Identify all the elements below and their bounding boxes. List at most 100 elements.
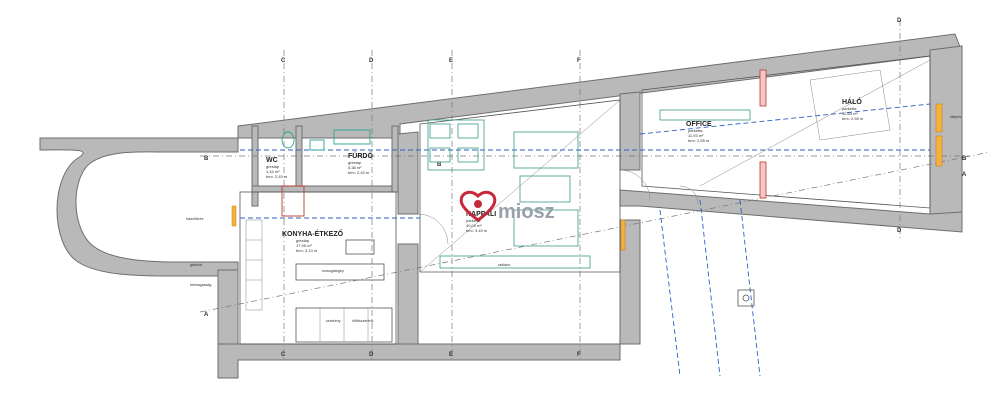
shower-tray: [281, 185, 305, 217]
logo-heart-icon: [459, 190, 497, 222]
living-outline: [419, 99, 621, 273]
bathtub: [333, 129, 371, 145]
room-furdo-height: bm= 2,40 m: [348, 170, 370, 175]
logo: miosz: [459, 190, 555, 223]
room-furdo-area: 5,38 m²: [348, 165, 362, 170]
dishwasher-label: mosogatógép: [322, 269, 344, 273]
room-halo-floor: parketta: [842, 106, 857, 111]
ceiling-height-label: belmagasság: [190, 283, 211, 287]
utility-box: [737, 289, 755, 307]
sofa-top: [513, 131, 579, 169]
kitchen-living-wall: [397, 131, 419, 215]
office-diagonal: [699, 59, 931, 187]
vent-label: kiszellőzés: [186, 217, 204, 221]
room-halo-area: 10,63 m²: [842, 111, 858, 116]
axis-label-c-bottom: C: [281, 352, 286, 358]
radiator-living: [620, 219, 626, 251]
axis-labels: B B B A A C C D D E E F F D D: [204, 18, 967, 358]
furniture: [231, 103, 943, 307]
bath-bottom-wall: [251, 185, 399, 193]
axis-line-a: [199, 151, 991, 313]
room-wc-floor: greslap: [266, 164, 280, 169]
axis-label-a-right: A: [962, 172, 967, 178]
logo-text: miosz: [498, 201, 555, 223]
room-konyha-area: 17,95 m²: [296, 243, 312, 248]
toilet: [281, 131, 295, 149]
axis-label-d2-bottom: D: [897, 228, 902, 234]
room-office-area: 11,93 m²: [688, 133, 704, 138]
kitchen-outline: [239, 191, 397, 345]
wc-right-wall: [295, 125, 303, 191]
room-konyha-height: bm= 3,10 m: [296, 248, 318, 253]
axis-label-c-top: C: [281, 58, 286, 64]
logo-heart-dot: [474, 200, 482, 208]
axis-label-f-top: F: [577, 58, 581, 64]
axis-label-d-bottom: D: [369, 352, 374, 358]
room-konyha-name: KONYHA-ÉTKEZŐ: [282, 229, 344, 238]
interior-lines: [239, 55, 931, 345]
room-nappali: NAPPALI parketta 40,00 m² bm= 3,40 m: [466, 211, 496, 233]
axis-label-d2-top: D: [897, 18, 902, 24]
room-furdo: FÜRDŐ greslap 5,38 m² bm= 2,40 m: [348, 151, 373, 175]
room-office-name: OFFICE: [686, 121, 712, 128]
room-wc: WC greslap 1,44 m² bm= 2,40 m: [266, 157, 288, 179]
room-nappali-height: bm= 3,40 m: [466, 228, 488, 233]
right-end-wall: [929, 45, 963, 227]
annotation-lines: [240, 103, 931, 377]
radiator-entry: [231, 205, 237, 227]
room-halo-name: HÁLÓ: [842, 97, 862, 106]
axis-label-a-left: A: [204, 312, 209, 318]
axis-label-b-left: B: [204, 156, 209, 162]
dining-table: [427, 119, 485, 171]
kitchen-counter: [295, 263, 385, 281]
bedroom-rug: [809, 69, 891, 141]
office-desk: [659, 109, 751, 121]
room-wc-area: 1,44 m²: [266, 169, 280, 174]
partition-bottom: [759, 161, 767, 199]
room-wc-height: bm= 2,40 m: [266, 174, 288, 179]
tv-bench: [439, 255, 591, 269]
axis-label-b-right: B: [962, 156, 967, 162]
partition-top: [759, 69, 767, 107]
room-halo-height: bm= 2,55 m: [842, 116, 864, 121]
door-swing-office: [619, 169, 651, 201]
cabinet-label: szekrény: [326, 319, 341, 323]
coffee-table: [519, 175, 571, 203]
fridge-label: hűtőszekrény: [352, 319, 374, 323]
radiator-label: radiátor: [498, 263, 511, 267]
axis-label-f-bottom: F: [577, 352, 581, 358]
wc-left-wall: [251, 125, 259, 207]
room-halo: HÁLÓ parketta 10,63 m² bm= 2,55 m: [842, 97, 864, 121]
living-office-wall: [619, 91, 641, 171]
left-lower-wall: [217, 269, 239, 345]
room-office-floor: parketta: [688, 128, 703, 133]
bottom-right-diagonal-wall: [619, 189, 963, 233]
room-furdo-floor: greslap: [348, 160, 362, 165]
room-office-height: bm= 2,55 m: [688, 138, 710, 143]
oval-wall: [39, 137, 239, 277]
bath-right-wall: [391, 125, 399, 193]
room-nappali-floor: parketta: [466, 218, 481, 223]
axis-label-d-top: D: [369, 58, 374, 64]
room-furdo-name: FÜRDŐ: [348, 151, 373, 160]
room-nappali-name: NAPPALI: [466, 211, 496, 218]
door-swing-living: [417, 213, 449, 245]
room-wc-name: WC: [266, 157, 278, 164]
axis-label-b-mid: B: [437, 162, 442, 168]
axis-label-e-bottom: E: [449, 352, 453, 358]
radiator-bedroom-2: [935, 135, 943, 167]
living-office-wall-lower: [619, 219, 641, 345]
sofa-bottom: [513, 209, 579, 247]
kitchen-island: [345, 239, 375, 255]
exit-label: kilépés: [950, 115, 961, 119]
wardrobe-label: gardrób: [190, 263, 202, 267]
room-nappali-area: 40,00 m²: [466, 223, 482, 228]
office-outline: [641, 55, 931, 209]
logo-heart-shape: [459, 190, 497, 222]
sink: [309, 139, 325, 151]
room-konyha: KONYHA-ÉTKEZŐ greslap 17,95 m² bm= 3,10 …: [282, 229, 344, 253]
radiator-bedroom: [935, 103, 943, 133]
bottom-wall: [217, 343, 621, 379]
kitchen-living-wall-lower: [397, 243, 419, 345]
